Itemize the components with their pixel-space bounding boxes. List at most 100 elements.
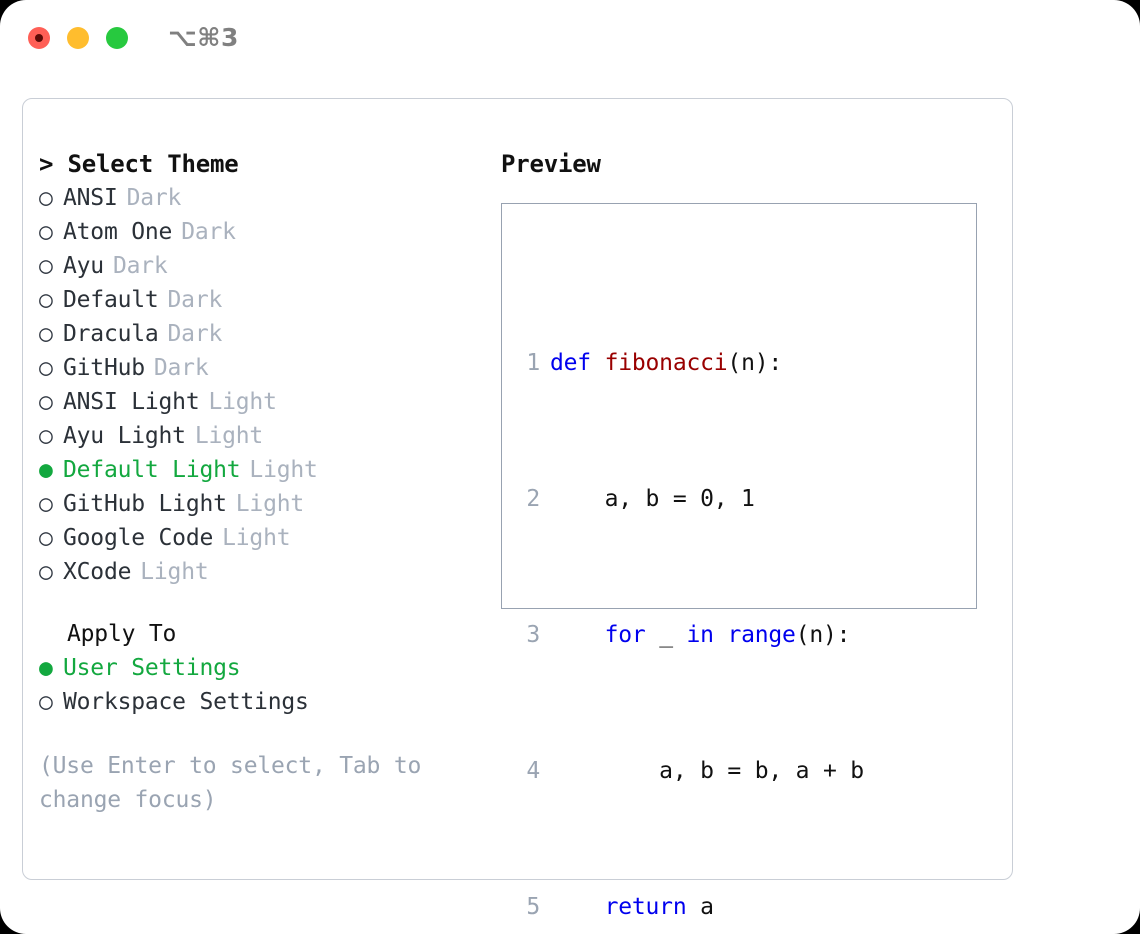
theme-list-item[interactable]: ○ ANSI Light Light <box>39 385 499 419</box>
title-bar: ⌥⌘3 <box>0 0 1140 78</box>
theme-variant-tag: Dark <box>126 185 182 211</box>
theme-picker-panel: > Select Theme ○ ANSI Dark ○ Atom One Da… <box>22 98 1013 920</box>
code-line: 3 for _ in range(n): <box>516 618 891 652</box>
radio-marker-icon: ○ <box>39 389 53 415</box>
apply-to-item-user-settings[interactable]: ● User Settings <box>39 651 499 685</box>
line-number: 5 <box>526 894 540 920</box>
radio-marker-icon: ○ <box>39 253 53 279</box>
code-token-keyword: return <box>604 894 687 920</box>
theme-name: GitHub Light <box>63 491 227 517</box>
code-text: for _ in range(n): <box>550 618 851 652</box>
code-line: 5 return a <box>516 890 891 924</box>
code-token-keyword: def <box>550 350 605 376</box>
theme-variant-tag: Light <box>249 457 318 483</box>
apply-to-item-workspace-settings[interactable]: ○ Workspace Settings <box>39 685 499 719</box>
code-text: def fibonacci(n): <box>550 346 782 380</box>
keyboard-shortcut-label: ⌥⌘3 <box>168 23 239 52</box>
theme-list-column: > Select Theme ○ ANSI Dark ○ Atom One Da… <box>39 147 499 817</box>
code-token-plain: a, b = b, a + b <box>550 758 864 784</box>
code-text: return a <box>550 890 714 924</box>
theme-list-item[interactable]: ○ GitHub Light Light <box>39 487 499 521</box>
keyboard-hint-text: (Use Enter to select, Tab to change focu… <box>39 753 435 813</box>
theme-name: XCode <box>63 559 132 585</box>
theme-variant-tag: Light <box>208 389 277 415</box>
code-token-plain: (n): <box>795 622 851 648</box>
theme-variant-tag: Light <box>235 491 305 517</box>
radio-marker-icon: ○ <box>39 423 53 449</box>
theme-name: Dracula <box>63 321 159 347</box>
maximize-button[interactable] <box>106 27 128 49</box>
radio-marker-icon: ○ <box>39 219 53 245</box>
apply-to-label: Workspace Settings <box>63 689 309 715</box>
theme-variant-tag: Light <box>140 559 209 585</box>
spacer <box>39 589 499 617</box>
code-line: 2 a, b = 0, 1 <box>516 482 891 516</box>
theme-list-item[interactable]: ○ ANSI Dark <box>39 181 499 215</box>
preview-column: Preview 1 def fibonacci(n): 2 a, b = 0, … <box>501 147 1001 920</box>
theme-list-item[interactable]: ○ Ayu Light Light <box>39 419 499 453</box>
theme-name: Default Light <box>63 457 241 483</box>
line-number: 1 <box>526 350 540 376</box>
theme-variant-tag: Light <box>222 525 291 551</box>
code-token-plain <box>550 622 605 648</box>
radio-marker-icon: ○ <box>39 355 53 381</box>
theme-list-item[interactable]: ○ XCode Light <box>39 555 499 589</box>
code-line: 1 def fibonacci(n): <box>516 346 891 380</box>
radio-marker-icon-filled: ● <box>39 655 53 681</box>
radio-marker-icon: ○ <box>39 287 53 313</box>
code-token-keyword: for <box>604 622 646 648</box>
code-token-function: fibonacci <box>604 350 728 376</box>
apply-to-list: ● User Settings ○ Workspace Settings <box>39 651 499 719</box>
apply-to-label: User Settings <box>63 655 241 681</box>
theme-name: Atom One <box>63 219 173 245</box>
line-number: 4 <box>526 758 540 784</box>
theme-list: ○ ANSI Dark ○ Atom One Dark ○ Ayu Dark ○… <box>39 181 499 589</box>
code-text: a, b = 0, 1 <box>550 482 755 516</box>
line-number: 3 <box>526 622 540 648</box>
apply-to-title: Apply To <box>67 621 177 647</box>
theme-variant-tag: Dark <box>167 321 223 347</box>
theme-variant-tag: Dark <box>112 253 168 279</box>
minimize-button[interactable] <box>67 27 89 49</box>
radio-marker-icon: ○ <box>39 559 53 585</box>
theme-name: Ayu Light <box>63 423 186 449</box>
window-controls <box>28 27 128 49</box>
theme-list-item[interactable]: ○ Ayu Dark <box>39 249 499 283</box>
preview-title: Preview <box>501 150 601 178</box>
theme-name: GitHub <box>63 355 145 381</box>
theme-list-item[interactable]: ○ Atom One Dark <box>39 215 499 249</box>
theme-list-item[interactable]: ○ Default Dark <box>39 283 499 317</box>
theme-list-header: > Select Theme <box>39 150 239 178</box>
code-token-plain <box>550 894 605 920</box>
theme-name: ANSI <box>63 185 118 211</box>
theme-list-item[interactable]: ○ Dracula Dark <box>39 317 499 351</box>
radio-marker-icon: ○ <box>39 491 53 517</box>
theme-variant-tag: Light <box>194 423 264 449</box>
preview-box: 1 def fibonacci(n): 2 a, b = 0, 1 3 for … <box>501 203 977 920</box>
code-text: a, b = b, a + b <box>550 754 864 788</box>
theme-name: Google Code <box>63 525 214 551</box>
theme-list-item-selected[interactable]: ● Default Light Light <box>39 453 499 487</box>
theme-variant-tag: Dark <box>167 287 223 313</box>
theme-name: Ayu <box>63 253 104 279</box>
theme-name: Default <box>63 287 159 313</box>
theme-name: ANSI Light <box>63 389 200 415</box>
radio-marker-icon: ○ <box>39 689 53 715</box>
radio-marker-icon: ○ <box>39 185 53 211</box>
code-token-keyword: in range <box>686 622 796 648</box>
code-line: 4 a, b = b, a + b <box>516 754 891 788</box>
theme-list-item[interactable]: ○ Google Code Light <box>39 521 499 555</box>
code-token-plain: (n): <box>727 350 783 376</box>
theme-variant-tag: Dark <box>181 219 236 245</box>
code-token-plain: a <box>686 894 714 920</box>
code-preview: 1 def fibonacci(n): 2 a, b = 0, 1 3 for … <box>516 244 891 934</box>
theme-list-item[interactable]: ○ GitHub Dark <box>39 351 499 385</box>
code-token-plain: _ <box>645 622 687 648</box>
close-button[interactable] <box>28 27 50 49</box>
radio-marker-icon: ○ <box>39 321 53 347</box>
code-token-plain: a, b = 0, 1 <box>550 486 755 512</box>
radio-marker-icon-filled: ● <box>39 457 53 483</box>
line-number: 2 <box>526 486 540 512</box>
theme-variant-tag: Dark <box>153 355 209 381</box>
